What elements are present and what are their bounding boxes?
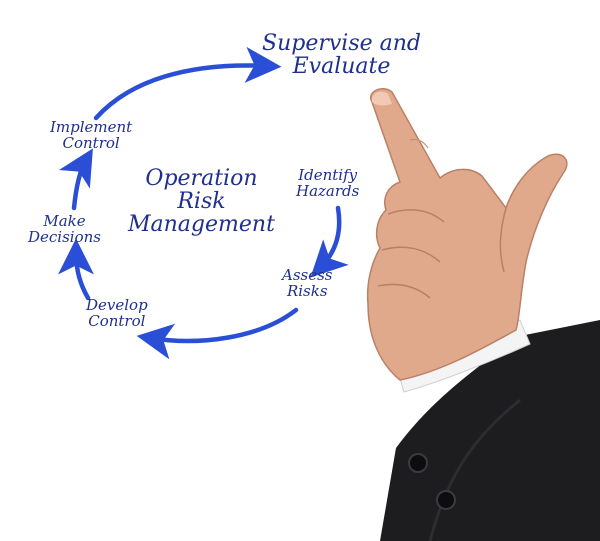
arrow-implement-to-supervise <box>93 46 282 121</box>
title-line-3: Management <box>128 212 275 238</box>
step-identify-line-2: Hazards <box>296 181 360 200</box>
step-implement-line-1: Implement <box>50 118 133 136</box>
hand <box>366 88 568 381</box>
step-implement-label: Implement Control <box>50 118 133 152</box>
step-decisions-label: Make Decisions <box>28 212 101 246</box>
step-identify-label: Identify Hazards <box>296 166 360 200</box>
arrow-decisions-to-implement <box>58 148 93 211</box>
step-decisions-line-2: Decisions <box>28 227 101 246</box>
hand-illustration <box>366 88 600 541</box>
step-assess-label: Assess Risks <box>282 266 333 300</box>
arrow-identify-to-assess <box>310 205 349 278</box>
step-assess-line-2: Risks <box>286 281 328 300</box>
step-develop-line-1: Develop <box>86 296 148 314</box>
title-line-2: Risk <box>177 189 226 215</box>
title-line-1: Operation <box>145 166 258 191</box>
arrow-assess-to-develop <box>136 307 299 360</box>
step-supervise-label: Supervise and Evaluate <box>262 32 421 78</box>
sleeve-button <box>436 490 456 510</box>
step-develop-label: Develop Control <box>86 296 148 330</box>
step-supervise-line-2: Evaluate <box>292 54 391 80</box>
cycle-arrows <box>58 46 349 360</box>
diagram-title: Operation Risk Management <box>128 167 275 236</box>
step-develop-line-2: Control <box>88 311 146 330</box>
step-decisions-line-1: Make <box>43 212 86 230</box>
sleeve-button <box>408 453 428 473</box>
step-assess-line-1: Assess <box>282 266 333 284</box>
step-implement-line-2: Control <box>62 133 120 152</box>
step-identify-line-1: Identify <box>298 166 358 184</box>
suit-sleeve <box>380 320 600 541</box>
arrow-develop-to-decisions <box>58 238 95 301</box>
step-supervise-line-1: Supervise and <box>262 31 421 56</box>
